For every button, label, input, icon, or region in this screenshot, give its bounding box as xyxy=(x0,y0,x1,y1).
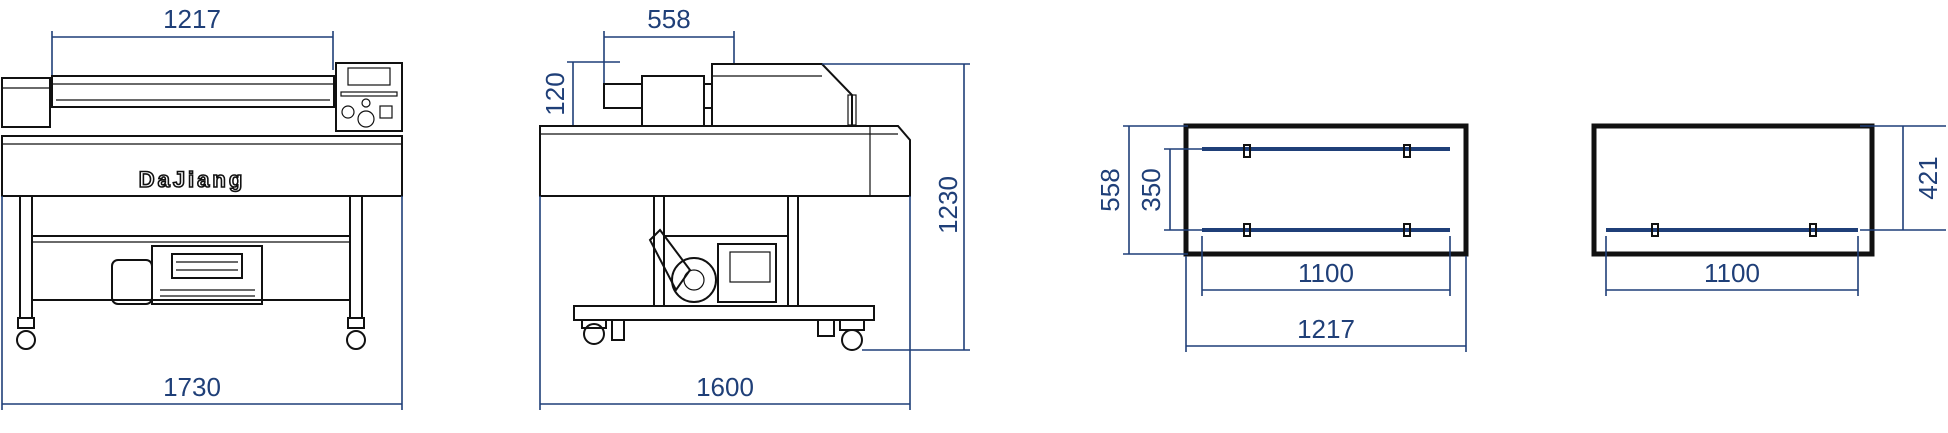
chamber-outline xyxy=(1183,123,1469,257)
control-knob-icon xyxy=(361,98,371,108)
display-screen xyxy=(347,67,391,86)
chamber-inner-depth-dimension: 350 xyxy=(1136,148,1204,231)
side-caster xyxy=(611,319,625,341)
chamber-width-dimension: 1217 xyxy=(1185,256,1467,352)
side-caster xyxy=(581,319,607,345)
chamber-bar-length-label: 1100 xyxy=(1298,258,1354,288)
front-top-width-label: 1217 xyxy=(163,4,221,34)
side-top-dimension: 558 xyxy=(603,4,735,84)
chamber-bar-length-dimension: 1100 xyxy=(1201,236,1451,296)
side-lid-front xyxy=(603,83,645,109)
side-overall-height-label: 1230 xyxy=(933,176,963,234)
front-body xyxy=(1,135,403,197)
control-panel xyxy=(335,62,403,132)
brand-logo: DaJiang xyxy=(139,167,246,192)
vacuum-pump xyxy=(111,245,263,305)
chamber-view-1: 558 350 1100 1217 xyxy=(1095,123,1469,352)
side-body xyxy=(539,125,911,197)
side-pump xyxy=(648,228,777,303)
chamber-width-label: 1217 xyxy=(1297,314,1355,344)
front-top-dimension: 1217 xyxy=(51,4,334,76)
front-caster xyxy=(16,317,36,350)
chamber-outer-depth-label: 558 xyxy=(1095,168,1125,211)
side-top-width-label: 558 xyxy=(647,4,690,34)
seal-bar-upper xyxy=(1202,144,1450,158)
side-caster xyxy=(839,319,865,351)
control-knob-icon xyxy=(341,105,355,119)
side-overall-depth-dimension: 1600 xyxy=(539,196,911,410)
control-knob-icon xyxy=(357,110,375,128)
seal-bar-lower xyxy=(1202,223,1450,237)
side-lid-height-label: 120 xyxy=(540,72,570,115)
side-overall-height-dimension: 1230 xyxy=(822,63,970,351)
chamber-height-dimension: 421 xyxy=(1860,125,1946,231)
front-lid xyxy=(51,75,335,108)
chamber2-bar-length-label: 1100 xyxy=(1704,258,1760,288)
side-overall-depth-label: 1600 xyxy=(696,372,754,402)
side-lid-center xyxy=(641,75,705,127)
front-overall-width-label: 1730 xyxy=(163,372,221,402)
side-view: 558 120 xyxy=(539,4,970,410)
front-view: 1217 DaJiang xyxy=(1,4,403,410)
chamber-outline xyxy=(1591,123,1875,257)
chamber2-bar-length-dimension: 1100 xyxy=(1605,236,1859,296)
chamber-outer-depth-dimension: 558 xyxy=(1095,125,1188,255)
seal-bar xyxy=(1606,223,1858,237)
side-base xyxy=(573,305,875,321)
front-overall-dimension: 1730 xyxy=(1,196,403,410)
chamber-inner-depth-label: 350 xyxy=(1136,168,1166,211)
side-caster xyxy=(817,319,835,337)
front-caster xyxy=(346,317,366,350)
chamber-view-2: 421 1100 xyxy=(1591,123,1946,296)
chamber-height-label: 421 xyxy=(1913,156,1943,199)
switch-icon xyxy=(379,105,393,119)
side-lid-hinge-cover xyxy=(711,63,853,127)
side-lid-height-dimension: 120 xyxy=(540,61,620,128)
front-left-block xyxy=(1,77,51,128)
